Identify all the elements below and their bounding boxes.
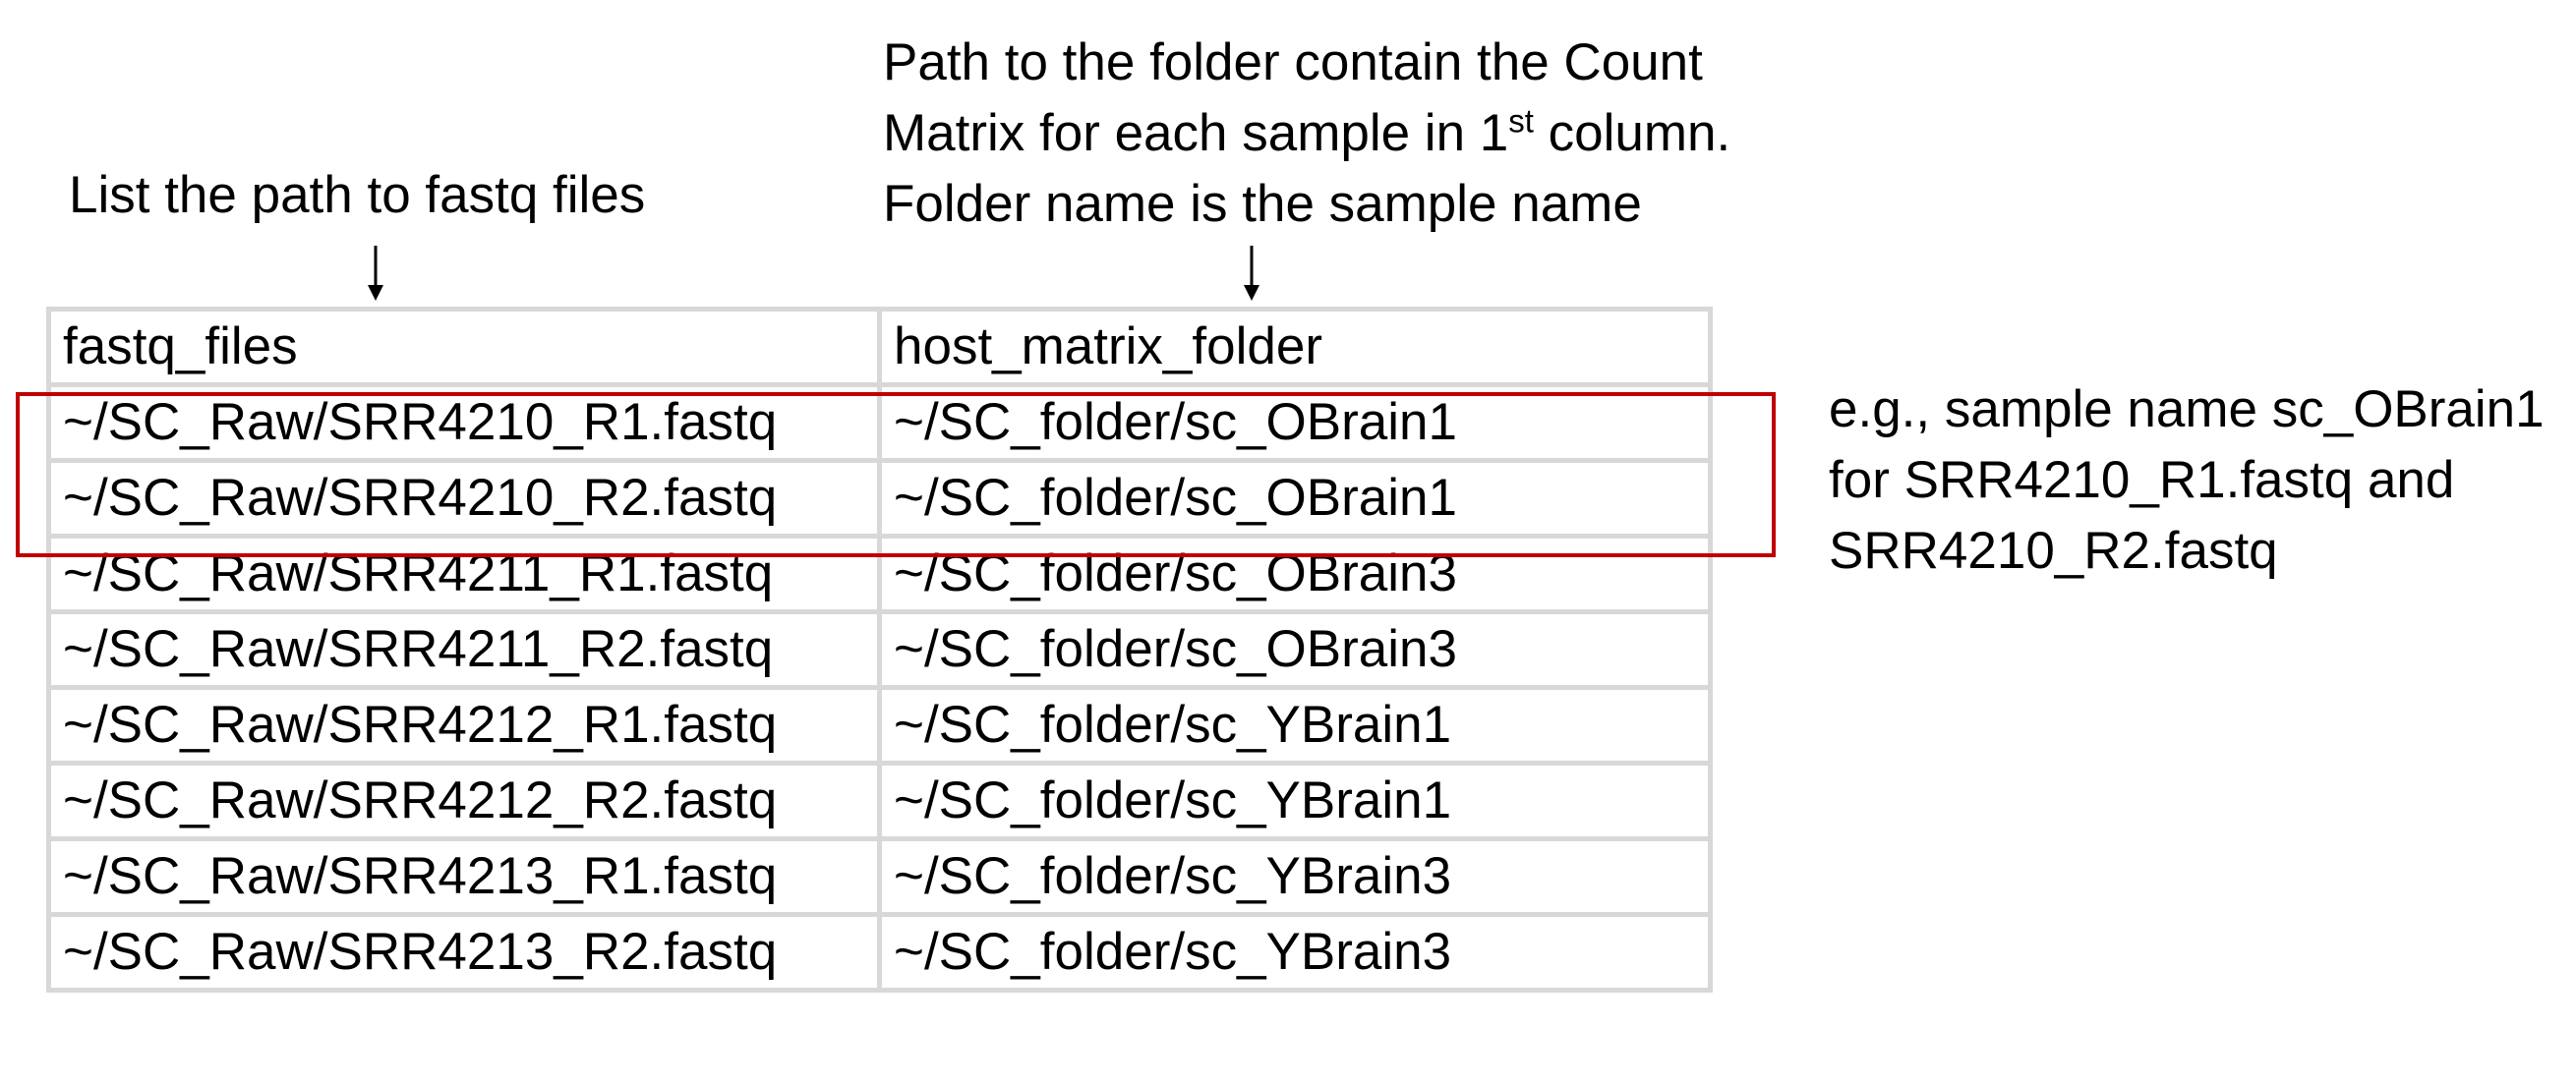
fastq-cell: ~/SC_Raw/SRR4213_R1.fastq [46, 836, 882, 917]
header-fastq-files: fastq_files [46, 307, 882, 387]
table-row: ~/SC_Raw/SRR4212_R2.fastq ~/SC_folder/sc… [46, 761, 1713, 841]
table-row: ~/SC_Raw/SRR4212_R1.fastq ~/SC_folder/sc… [46, 685, 1713, 766]
fastq-cell: ~/SC_Raw/SRR4213_R2.fastq [46, 912, 882, 993]
example-note-line-2: for SRR4210_R1.fastq and [1829, 451, 2455, 509]
sample-table: fastq_files host_matrix_folder ~/SC_Raw/… [46, 307, 1713, 993]
folder-cell: ~/SC_folder/sc_YBrain1 [877, 761, 1713, 841]
matrix-column-note: Path to the folder contain the Count Mat… [883, 28, 1730, 240]
folder-cell: ~/SC_folder/sc_OBrain1 [877, 458, 1713, 539]
example-note: e.g., sample name sc_OBrain1 for SRR4210… [1829, 374, 2545, 587]
fastq-cell: ~/SC_Raw/SRR4210_R2.fastq [46, 458, 882, 539]
down-arrow-icon [1244, 246, 1259, 301]
example-note-line-1: e.g., sample name sc_OBrain1 [1829, 380, 2545, 438]
sample-highlight-box [16, 392, 1776, 557]
down-arrow-icon [368, 246, 383, 301]
fastq-cell: ~/SC_Raw/SRR4212_R2.fastq [46, 761, 882, 841]
matrix-note-line-2-end: column. [1533, 104, 1731, 162]
folder-cell: ~/SC_folder/sc_YBrain3 [877, 836, 1713, 917]
table-header-row: fastq_files host_matrix_folder [46, 307, 1713, 387]
table-row: ~/SC_Raw/SRR4213_R2.fastq ~/SC_folder/sc… [46, 912, 1713, 993]
ordinal-suffix: st [1508, 102, 1534, 140]
table-row: ~/SC_Raw/SRR4213_R1.fastq ~/SC_folder/sc… [46, 836, 1713, 917]
fastq-cell: ~/SC_Raw/SRR4211_R2.fastq [46, 609, 882, 690]
header-host-matrix-folder: host_matrix_folder [877, 307, 1713, 387]
folder-cell: ~/SC_folder/sc_OBrain3 [877, 609, 1713, 690]
example-note-line-3: SRR4210_R2.fastq [1829, 522, 2278, 580]
matrix-note-line-1: Path to the folder contain the Count [883, 33, 1703, 91]
folder-cell: ~/SC_folder/sc_YBrain1 [877, 685, 1713, 766]
matrix-note-line-2-start: Matrix for each sample in 1 [883, 104, 1509, 162]
fastq-column-note: List the path to fastq files [69, 166, 646, 224]
folder-cell: ~/SC_folder/sc_YBrain3 [877, 912, 1713, 993]
matrix-note-line-2: Matrix for each sample in 1st column. [883, 98, 1730, 169]
fastq-cell: ~/SC_Raw/SRR4212_R1.fastq [46, 685, 882, 766]
matrix-note-line-3: Folder name is the sample name [883, 175, 1642, 233]
table-row: ~/SC_Raw/SRR4210_R2.fastq ~/SC_folder/sc… [46, 458, 1713, 539]
table-row: ~/SC_Raw/SRR4211_R2.fastq ~/SC_folder/sc… [46, 609, 1713, 690]
